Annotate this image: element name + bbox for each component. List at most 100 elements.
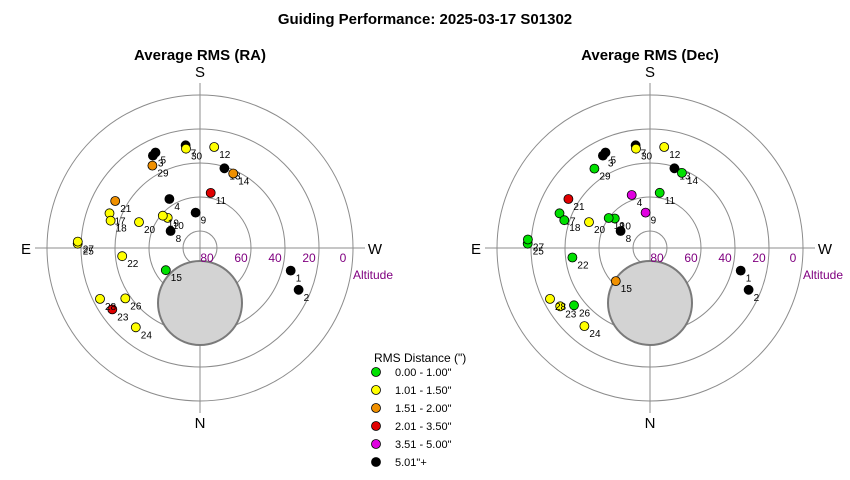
data-point-label: 13 xyxy=(679,171,691,182)
data-point xyxy=(228,168,239,179)
altitude-tick-label: 20 xyxy=(752,251,766,265)
data-point-label: 30 xyxy=(191,152,203,163)
data-point-label: 11 xyxy=(216,196,227,207)
legend-label: 3.51 - 5.00" xyxy=(395,439,452,451)
data-point xyxy=(584,217,594,228)
data-point xyxy=(600,147,611,158)
data-point-label: 7 xyxy=(641,148,647,159)
altitude-tick-label: 40 xyxy=(268,251,282,265)
altitude-tick-label: 80 xyxy=(650,251,664,265)
data-point-label: 18 xyxy=(116,224,128,235)
data-point xyxy=(117,251,128,262)
data-point-label: 2 xyxy=(754,293,760,304)
data-point-label: 5 xyxy=(611,156,617,167)
chart-title: Average RMS (Dec) xyxy=(581,47,719,64)
data-point xyxy=(285,265,296,276)
legend-title: RMS Distance (") xyxy=(374,351,466,365)
data-point xyxy=(523,234,533,245)
data-point-label: 28 xyxy=(555,302,567,313)
data-point xyxy=(293,284,304,295)
data-point-label: 9 xyxy=(201,216,207,227)
altitude-tick-label: 60 xyxy=(234,251,248,265)
data-point xyxy=(160,265,171,276)
data-point xyxy=(190,207,201,218)
data-point-label: 26 xyxy=(130,301,142,312)
data-point xyxy=(579,321,590,332)
data-point xyxy=(181,143,191,154)
data-point-label: 8 xyxy=(176,234,182,245)
legend-swatch xyxy=(371,457,381,467)
altitude-ring-20 xyxy=(530,128,770,368)
data-point xyxy=(545,293,555,304)
data-point-label: 1 xyxy=(296,274,302,285)
legend-swatch xyxy=(371,385,381,395)
data-point-label: 29 xyxy=(599,172,611,183)
data-point xyxy=(603,213,614,223)
data-point-label: 14 xyxy=(238,177,250,188)
data-point-label: 17 xyxy=(565,216,577,227)
data-point-label: 21 xyxy=(573,202,585,213)
altitude-tick-label: 60 xyxy=(684,251,698,265)
data-point xyxy=(150,147,161,158)
data-point xyxy=(209,142,220,152)
data-point-label: 18 xyxy=(569,223,581,234)
altitude-axis-label: Altitude xyxy=(353,268,393,282)
data-point xyxy=(640,207,651,218)
data-point-label: 23 xyxy=(565,309,577,320)
data-point xyxy=(677,167,687,178)
data-point-label: 5 xyxy=(161,156,167,167)
altitude-ring-0 xyxy=(46,94,354,402)
legend-swatch xyxy=(371,421,381,431)
data-point xyxy=(569,300,579,311)
data-point xyxy=(610,276,621,287)
compass-south: S xyxy=(645,64,655,81)
legend: RMS Distance (") 0.00 - 1.00"1.01 - 1.50… xyxy=(371,351,466,469)
data-point-label: 22 xyxy=(127,259,139,270)
data-point-label: 27 xyxy=(533,243,545,254)
chart-title: Average RMS (RA) xyxy=(134,47,266,64)
data-point-label: 27 xyxy=(83,245,95,256)
legend-label: 0.00 - 1.00" xyxy=(395,367,452,379)
data-point xyxy=(567,252,578,263)
altitude-ring-20 xyxy=(80,128,320,368)
data-point xyxy=(205,187,216,198)
data-point-label: 10 xyxy=(620,222,632,233)
altitude-tick-label: 20 xyxy=(302,251,316,265)
data-point xyxy=(164,194,175,204)
data-point xyxy=(110,196,121,206)
data-point xyxy=(735,265,746,276)
data-point xyxy=(654,187,665,198)
data-point-label: 25 xyxy=(533,247,545,258)
data-point xyxy=(669,163,680,174)
zenith-exclusion-disk xyxy=(157,260,243,346)
data-point xyxy=(120,293,131,304)
legend-label: 5.01"+ xyxy=(395,457,427,469)
altitude-tick-label: 0 xyxy=(790,251,797,265)
data-point xyxy=(134,217,144,228)
data-point-label: 28 xyxy=(105,302,117,313)
data-point xyxy=(589,163,600,174)
data-point-label: 17 xyxy=(115,216,127,227)
figure-title: Guiding Performance: 2025-03-17 S01302 xyxy=(278,11,572,28)
data-point-label: 7 xyxy=(191,148,197,159)
data-point-label: 15 xyxy=(621,284,633,295)
data-point-label: 12 xyxy=(669,150,681,161)
data-point xyxy=(554,208,565,219)
data-point-label: 3 xyxy=(158,159,164,170)
data-point-label: 12 xyxy=(219,150,231,161)
data-point xyxy=(165,226,176,236)
data-point-label: 4 xyxy=(174,202,180,213)
data-point xyxy=(157,210,168,221)
data-point-label: 8 xyxy=(626,234,632,245)
data-point-label: 21 xyxy=(120,204,132,215)
legend-swatch xyxy=(371,367,381,377)
data-point xyxy=(563,194,574,204)
zenith-exclusion-disk xyxy=(607,260,693,346)
data-point-label: 23 xyxy=(117,312,129,323)
altitude-ring-0 xyxy=(496,94,804,402)
data-point-label: 3 xyxy=(608,159,614,170)
data-point xyxy=(615,226,626,236)
data-point xyxy=(95,293,105,304)
data-point xyxy=(631,143,641,154)
